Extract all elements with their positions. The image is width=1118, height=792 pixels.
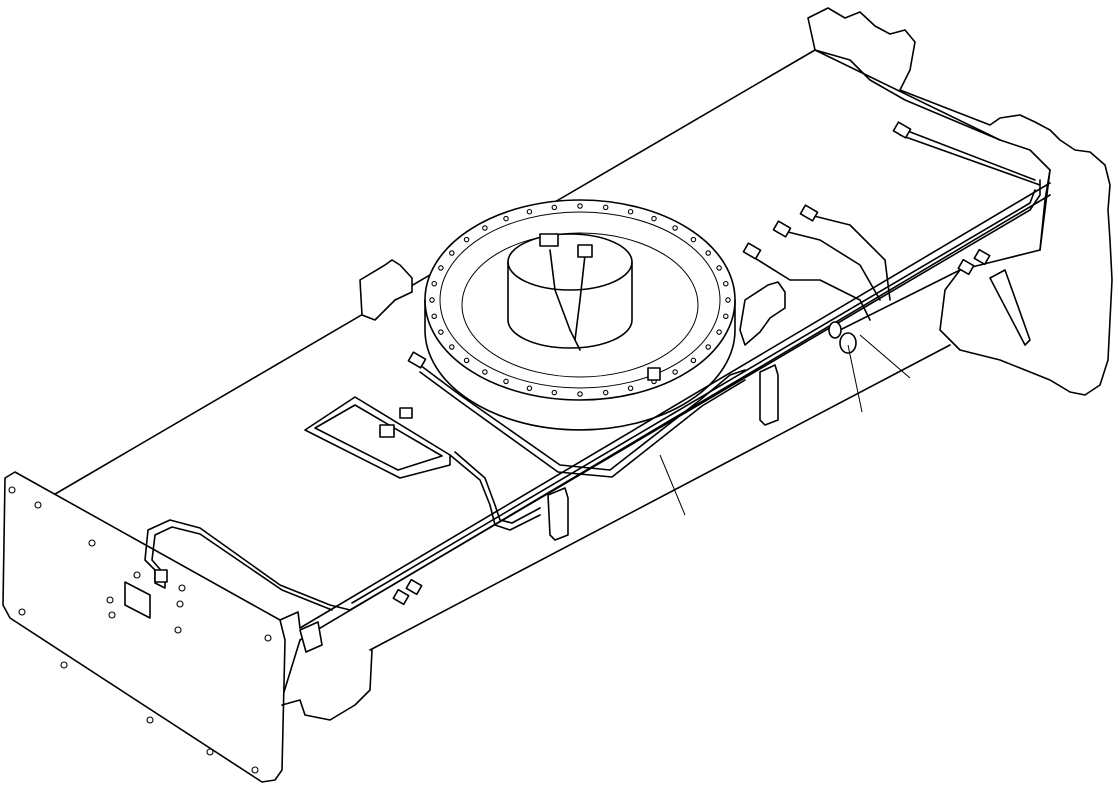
ring-bolt-hole xyxy=(716,329,722,335)
ring-bolt-hole xyxy=(438,265,444,271)
ring-bolt-hole xyxy=(438,329,444,335)
ring-bolt-hole xyxy=(723,280,729,287)
ring-bolt-hole xyxy=(672,369,678,375)
ring-bolt-hole xyxy=(627,208,634,215)
ring-bolt-hole xyxy=(705,250,711,256)
mount-brackets xyxy=(299,259,1031,653)
ring-bolt-hole xyxy=(503,378,509,385)
ring-bolt-hole xyxy=(716,265,722,271)
ring-bolt-hole xyxy=(602,204,609,211)
wire-harness xyxy=(144,121,1041,611)
callout-leader-2 xyxy=(847,344,863,413)
ring-bolt-hole xyxy=(577,391,583,397)
ring-bolt-hole xyxy=(482,369,488,375)
ring-bolt-hole xyxy=(627,385,634,392)
ring-bolt-hole xyxy=(449,250,455,256)
callout-leader-3 xyxy=(859,334,911,379)
ring-bolt-hole xyxy=(449,344,455,350)
ring-bolt-hole xyxy=(723,313,729,320)
ring-bolt-hole xyxy=(431,313,437,320)
harness-tray xyxy=(304,396,451,479)
ring-bolt-hole xyxy=(463,236,470,243)
ring-bolt-hole xyxy=(705,344,711,350)
ring-bolt-hole xyxy=(690,236,697,243)
ring-bolt-hole xyxy=(551,389,558,396)
ring-bolt-hole xyxy=(690,357,697,364)
callout-leader-1 xyxy=(659,454,686,516)
ring-bolt-hole xyxy=(672,225,678,231)
ring-bolt-hole xyxy=(482,225,488,231)
ring-bolt-hole xyxy=(431,280,437,287)
ring-bolt-hole xyxy=(503,215,509,222)
ring-bolt-hole xyxy=(577,203,583,209)
callout-leaders xyxy=(659,334,911,516)
slewing-ring xyxy=(424,199,736,431)
ring-bolt-hole xyxy=(463,357,470,364)
ring-bolt-hole xyxy=(651,215,657,222)
ring-bolt-hole xyxy=(551,204,558,211)
ring-bolt-hole xyxy=(602,389,609,396)
ring-bolt-hole xyxy=(526,208,533,215)
ring-bolt-hole xyxy=(725,297,731,303)
ring-bolt-hole xyxy=(429,297,435,303)
ring-bolt-hole xyxy=(526,385,533,392)
